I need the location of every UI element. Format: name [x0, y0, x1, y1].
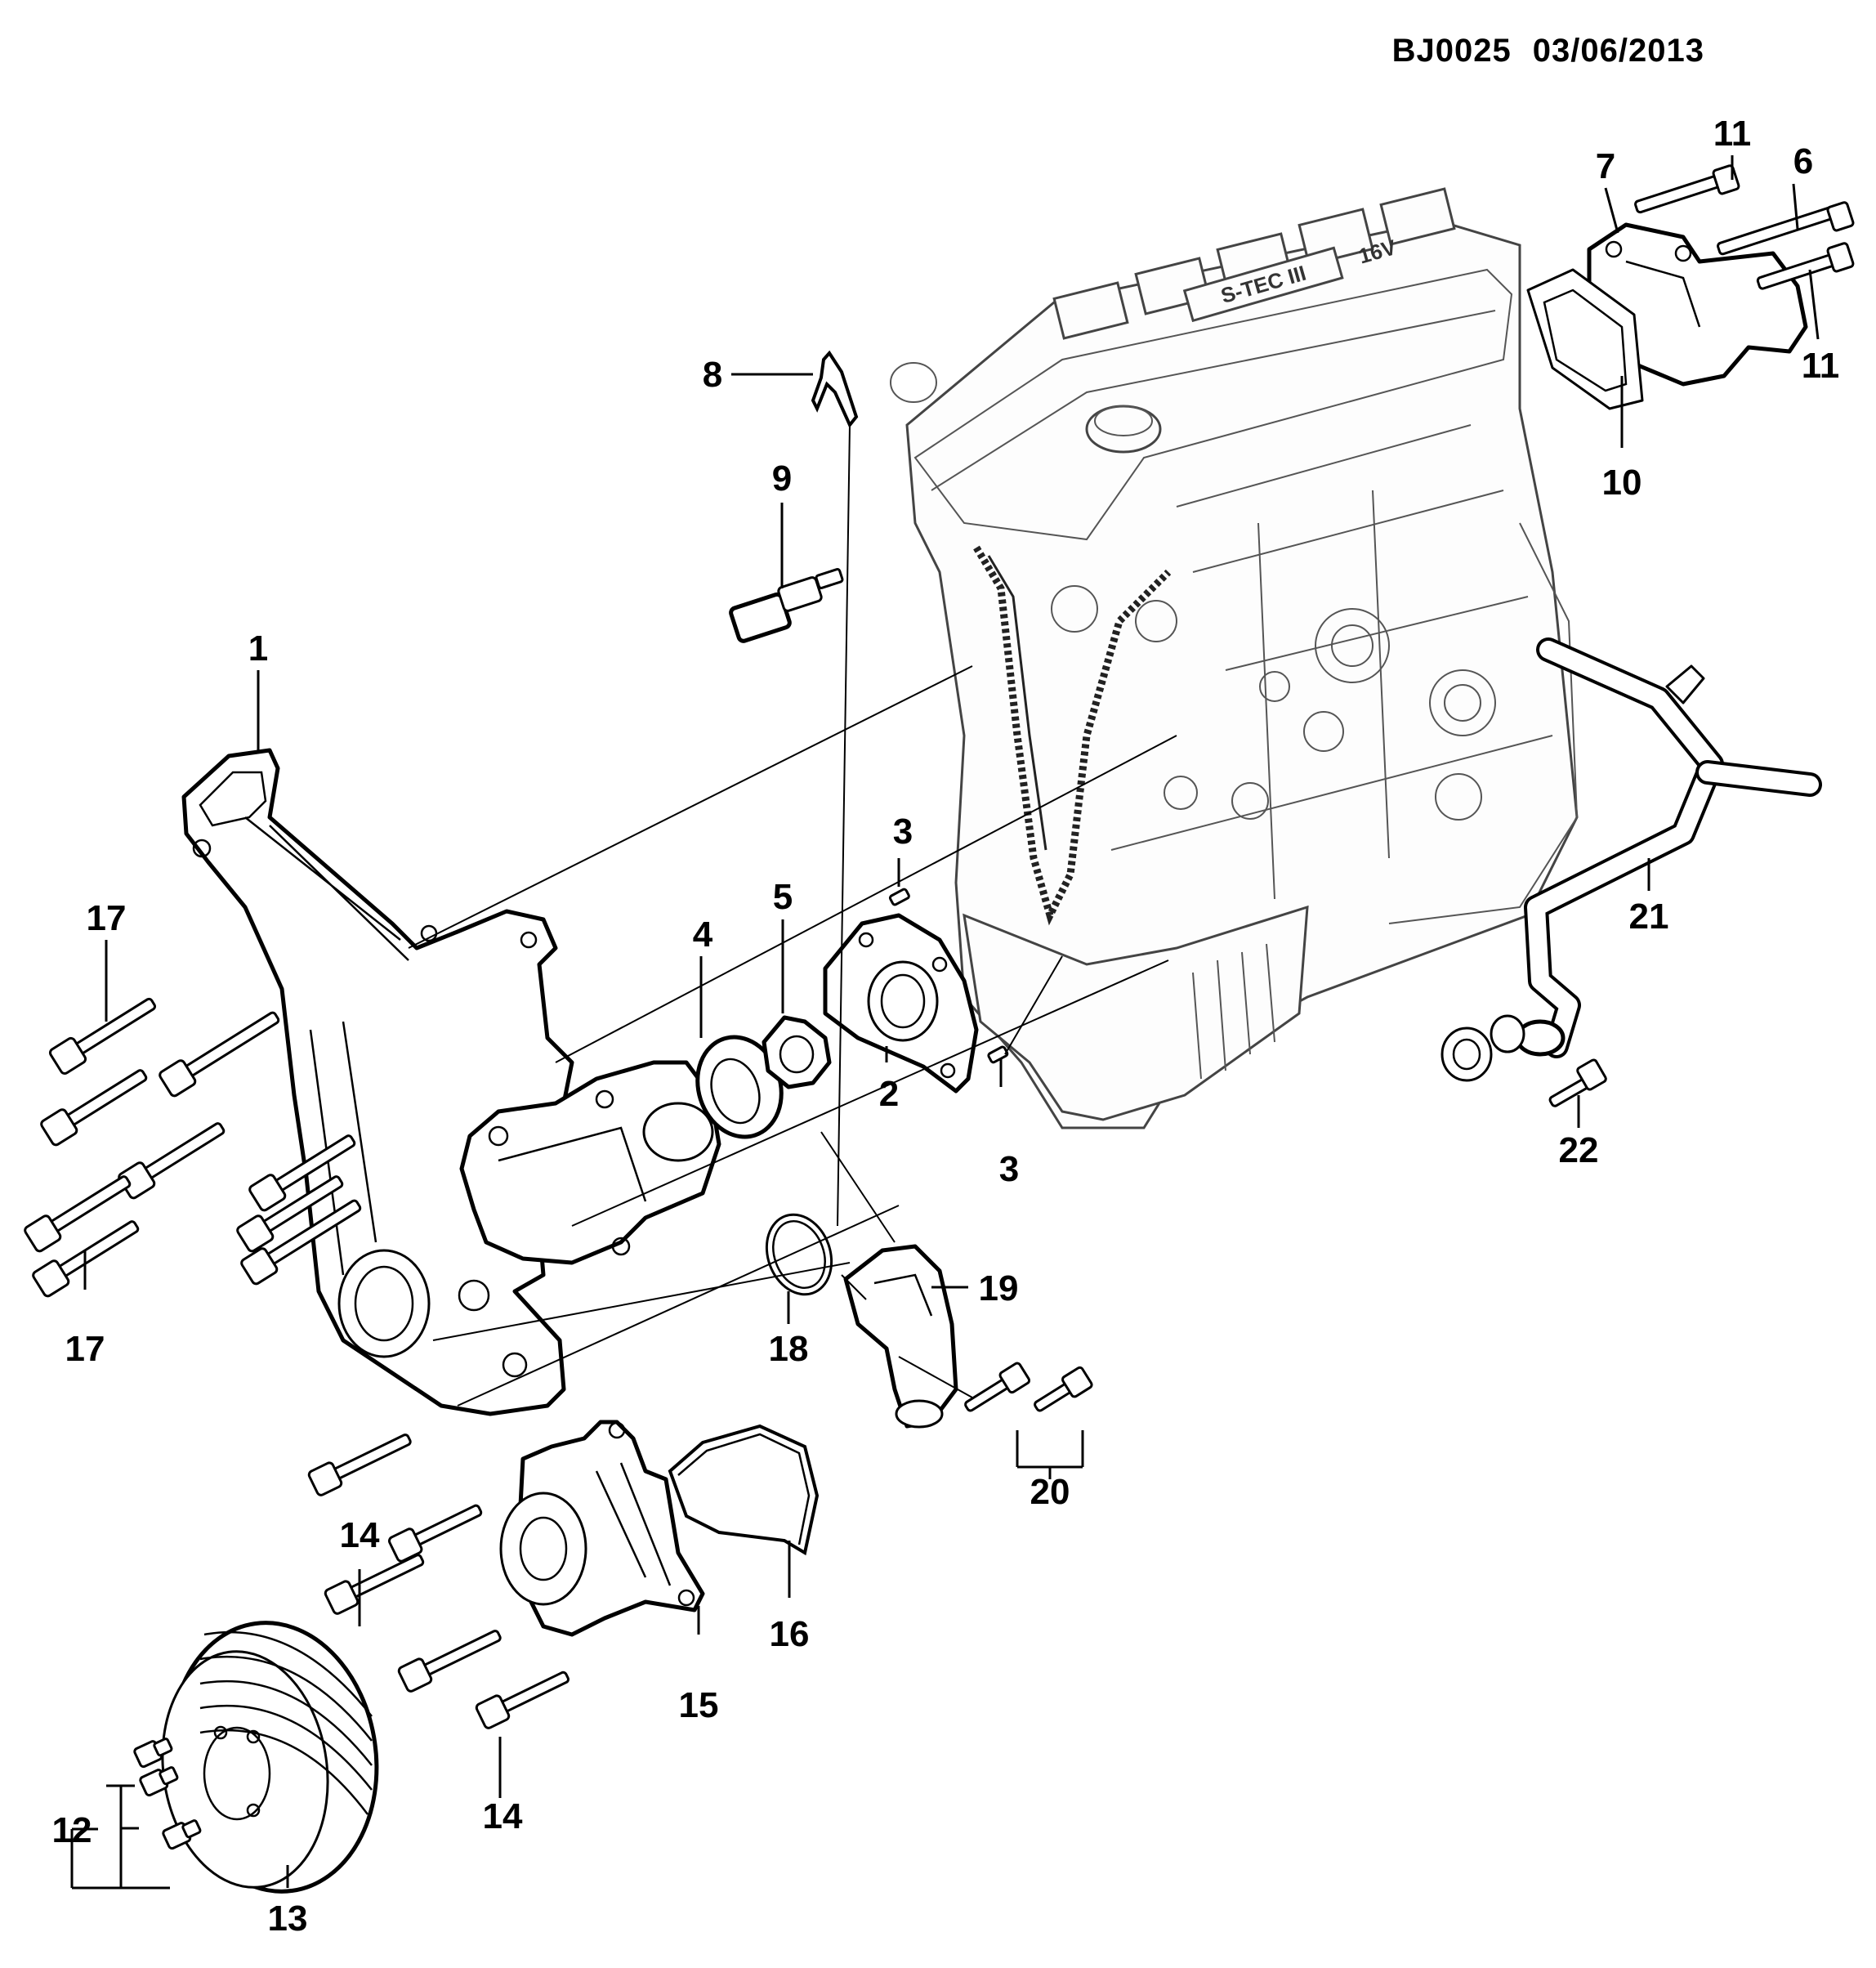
part-8-retaining-clip [811, 350, 859, 428]
callout-6: 6 [1793, 141, 1813, 181]
diagram-date: 03/06/2013 [1532, 33, 1704, 69]
part-13-water-pump-pulley [161, 1621, 379, 1894]
callout-labels: 1 2 3 3 4 5 6 7 8 9 10 11 11 12 13 14 14… [52, 114, 1840, 1939]
coolant-pipe-seals [1440, 1014, 1525, 1082]
callout-21: 21 [1629, 897, 1669, 937]
callout-9: 9 [772, 458, 792, 499]
callout-16: 16 [770, 1614, 810, 1654]
callout-17-lower: 17 [65, 1329, 105, 1369]
part-1-timing-cover [181, 748, 574, 1416]
diagram-code: BJ0025 [1391, 33, 1512, 69]
part-21-coolant-pipe [1515, 637, 1822, 1058]
part-11-bolts [1634, 164, 1855, 290]
part-14-bolts [307, 1434, 570, 1729]
callout-22: 22 [1559, 1130, 1599, 1170]
callout-1: 1 [248, 628, 268, 669]
part-22-bolt [1548, 1058, 1607, 1107]
callout-12: 12 [52, 1810, 92, 1850]
callout-14-lower: 14 [483, 1796, 523, 1836]
callout-3-lower: 3 [999, 1149, 1019, 1189]
callout-13: 13 [268, 1899, 308, 1939]
callout-5: 5 [773, 877, 793, 917]
callout-11-top: 11 [1713, 114, 1752, 154]
part-17-bolts [24, 997, 362, 1298]
part-12-pulley-bolts [133, 1738, 202, 1850]
callout-19: 19 [979, 1268, 1019, 1308]
explode-lines [408, 424, 1177, 1407]
callout-14-upper: 14 [340, 1515, 380, 1555]
callout-2: 2 [879, 1074, 899, 1114]
callout-17-upper: 17 [87, 898, 127, 938]
part-18-seal-ring [765, 1213, 833, 1296]
part-15-water-pump [499, 1420, 705, 1637]
part-16-water-pump-gasket [668, 1424, 820, 1556]
part-9-temperature-sensor [729, 568, 844, 643]
callout-8: 8 [703, 355, 722, 395]
engine-block: S-TEC III 16V [890, 187, 1579, 1129]
callout-11-right: 11 [1802, 346, 1840, 386]
diagram-header: BJ0025 03/06/2013 [1392, 33, 1704, 69]
callout-7: 7 [1596, 146, 1615, 186]
coolant-outlet-housing [459, 1060, 721, 1265]
part-20-bolts [964, 1362, 1093, 1412]
part-2-oil-pump-housing [823, 913, 979, 1094]
callout-3-upper: 3 [893, 812, 913, 852]
callout-10: 10 [1602, 463, 1642, 503]
callout-leaders [70, 155, 1820, 1890]
callout-15: 15 [679, 1685, 719, 1725]
part-6-bolt [1717, 201, 1855, 256]
part-5-oil-pump-rotor [762, 1015, 832, 1089]
callout-20: 20 [1030, 1472, 1070, 1512]
part-10-outlet-gasket [1526, 268, 1644, 410]
part-19-thermostat-housing [843, 1244, 958, 1429]
callout-18: 18 [769, 1329, 809, 1369]
callout-4: 4 [693, 915, 713, 955]
